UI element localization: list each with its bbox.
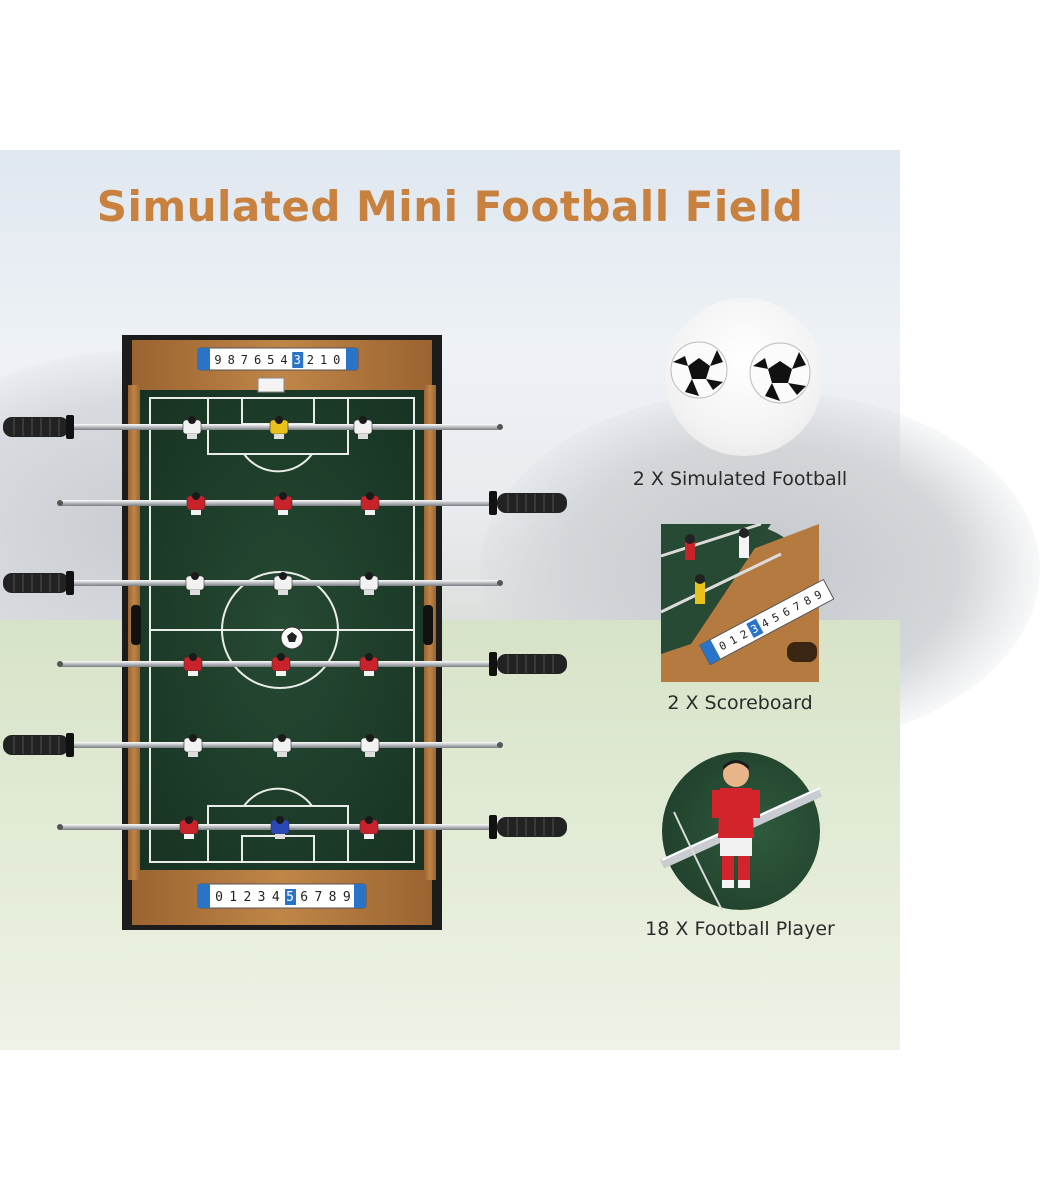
- rod-handle[interactable]: [489, 815, 567, 839]
- foosball-player: [179, 816, 199, 839]
- foosball-player: [269, 416, 289, 439]
- scoreboard-digit: 7: [791, 599, 803, 614]
- feature-label-balls: 2 X Simulated Football: [632, 468, 848, 490]
- foosball-player: [183, 653, 203, 676]
- scoreboard-digit: 9: [343, 890, 351, 905]
- scoreboard-digit: 5: [286, 890, 294, 905]
- scoreboard-digit: 8: [802, 594, 814, 609]
- foosball-player: [271, 653, 291, 676]
- rod-handle[interactable]: [3, 733, 74, 757]
- scoreboard-digit: 8: [329, 890, 337, 905]
- rod-handle[interactable]: [3, 571, 74, 595]
- scoreboard-digit: 4: [272, 890, 280, 905]
- mini-player-yellow: [695, 574, 705, 604]
- scoreboard-digit: 8: [228, 353, 235, 367]
- scoreboard-digit: 3: [749, 622, 761, 637]
- foosball-player: [272, 734, 292, 757]
- scoreboard-digit: 1: [229, 890, 237, 905]
- foosball-player: [183, 734, 203, 757]
- scoreboard-digit: 5: [770, 611, 782, 626]
- scoreboard-digit: 9: [214, 353, 221, 367]
- scoreboard-digit: 1: [727, 633, 739, 648]
- foosball-player: [359, 653, 379, 676]
- foosball-player: [182, 416, 202, 439]
- mini-player-white: [739, 528, 749, 558]
- scoreboard-digit: 6: [780, 605, 792, 620]
- foosball-player: [360, 734, 380, 757]
- field-ball: [280, 626, 304, 650]
- scoreboard-digit: 3: [294, 353, 301, 367]
- rod-handle[interactable]: [3, 415, 74, 439]
- mini-player-red: [685, 534, 695, 560]
- field: [140, 377, 424, 870]
- foosball-player: [185, 572, 205, 595]
- foosball-player: [359, 816, 379, 839]
- player-rod[interactable]: [3, 415, 503, 439]
- foosball-player: [359, 572, 379, 595]
- foosball-player: [270, 816, 290, 839]
- scoreboard-digit: 0: [215, 890, 223, 905]
- soccer-ball-icon: [749, 342, 811, 404]
- scoreboard-digit: 4: [280, 353, 287, 367]
- page-title: Simulated Mini Football Field: [96, 182, 804, 231]
- scoreboard-digit: 2: [307, 353, 314, 367]
- foosball-player: [353, 416, 373, 439]
- scoreboard-digit: 0: [717, 639, 729, 654]
- feature-balls-image: [665, 298, 823, 456]
- scoreboard-digit: 7: [241, 353, 248, 367]
- scoreboard-digit: 6: [254, 353, 261, 367]
- scoreboard-digit: 2: [243, 890, 251, 905]
- football-player-figure: [712, 760, 760, 888]
- foosball-player: [273, 572, 293, 595]
- soccer-ball-icon: [670, 341, 728, 399]
- scoreboard-digit: 5: [267, 353, 274, 367]
- rod-handle[interactable]: [489, 491, 567, 515]
- feature-label-player: 18 X Football Player: [645, 918, 835, 940]
- scoreboard-digit: 9: [812, 588, 824, 603]
- foosball-player: [360, 492, 380, 515]
- player-rod[interactable]: [3, 733, 503, 757]
- scoreboard-digit: 6: [300, 890, 308, 905]
- feature-label-scoreboard: 2 X Scoreboard: [667, 692, 813, 714]
- scoreboard-digit: 1: [320, 353, 327, 367]
- player-rod[interactable]: [57, 815, 567, 839]
- player-rod[interactable]: [3, 571, 503, 595]
- player-rod[interactable]: [57, 491, 567, 515]
- foosball-player: [186, 492, 206, 515]
- scoreboard-digit: 2: [738, 627, 750, 642]
- player-rod[interactable]: [57, 652, 567, 676]
- feature-player-image: [659, 752, 823, 911]
- foosball-player: [273, 492, 293, 515]
- rod-handle[interactable]: [489, 652, 567, 676]
- scoreboard-digit: 3: [258, 890, 266, 905]
- scoreboard-digit: 0: [333, 353, 340, 367]
- scoreboard-digit: 7: [314, 890, 322, 905]
